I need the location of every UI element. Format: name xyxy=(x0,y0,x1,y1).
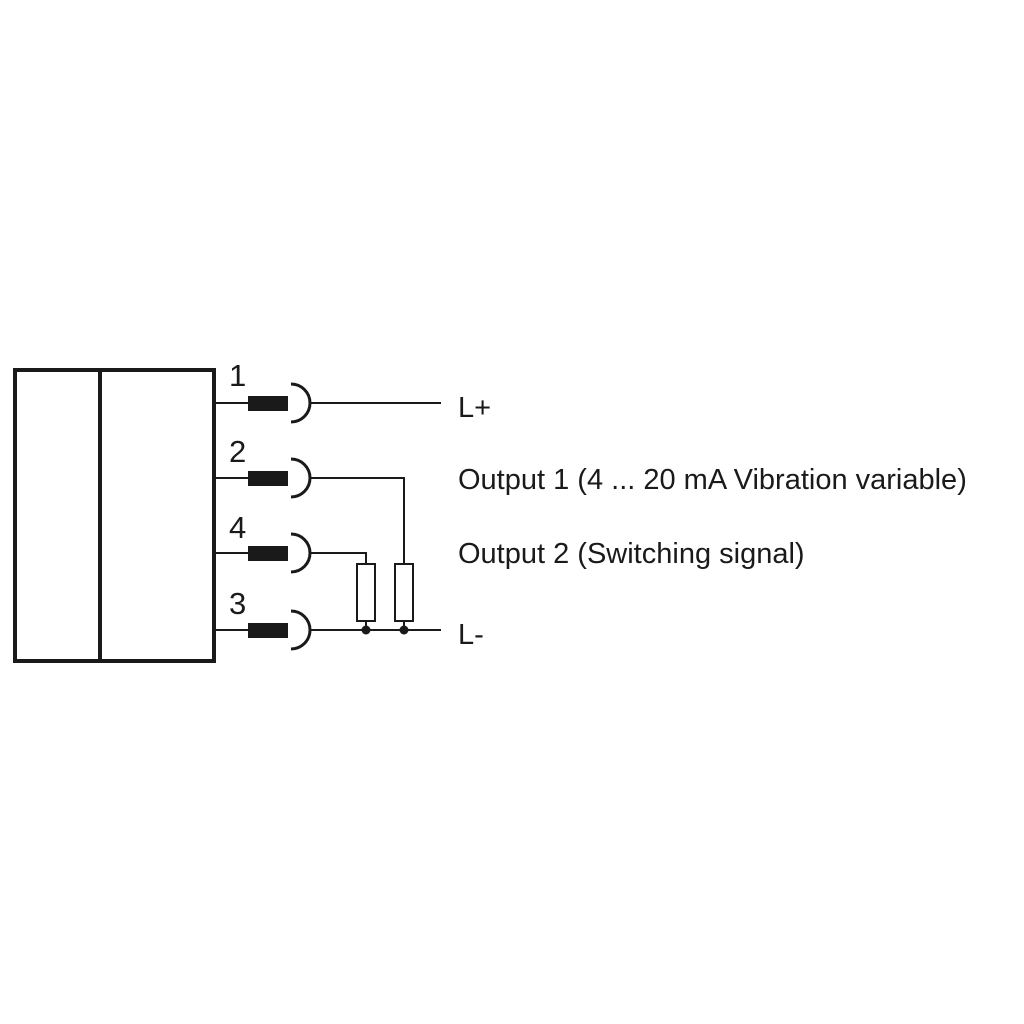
signal-l-minus-label: L- xyxy=(458,619,484,651)
pin-3-plug xyxy=(248,623,288,638)
pin-1-socket xyxy=(290,382,312,424)
junction-node-output-2 xyxy=(361,625,371,635)
sensor-housing xyxy=(13,368,216,663)
pin-2-plug xyxy=(248,471,288,486)
pin-3-connection: 3 L- xyxy=(214,586,484,651)
pin-3-socket xyxy=(290,609,312,651)
pin-1-connection: 1 L+ xyxy=(214,358,491,424)
load-resistor-output-1-body xyxy=(394,563,414,622)
load-resistor-output-2 xyxy=(356,563,376,635)
load-resistor-output-1 xyxy=(394,563,414,635)
pin-4-number: 4 xyxy=(229,510,246,545)
pin-1-number: 1 xyxy=(229,358,246,393)
pin-4-connection: 4 Output 2 (Switching signal) xyxy=(214,510,805,574)
load-resistor-output-2-body xyxy=(356,563,376,622)
pin-2-socket xyxy=(290,457,312,499)
pin-4-plug xyxy=(248,546,288,561)
housing-outline xyxy=(13,368,216,663)
signal-l-plus-label: L+ xyxy=(458,392,491,424)
junction-node-output-1 xyxy=(399,625,409,635)
pin-2-wire xyxy=(309,477,405,564)
pin-2-connection: 2 Output 1 (4 ... 20 mA Vibration variab… xyxy=(214,434,967,564)
pin-3-number: 3 xyxy=(229,586,246,621)
pin-2-number: 2 xyxy=(229,434,246,469)
signal-output-2-label: Output 2 (Switching signal) xyxy=(458,538,805,570)
pin-1-plug xyxy=(248,396,288,411)
signal-output-1-label: Output 1 (4 ... 20 mA Vibration variable… xyxy=(458,464,967,496)
pin-4-wire xyxy=(309,552,367,564)
pin-4-socket xyxy=(290,532,312,574)
